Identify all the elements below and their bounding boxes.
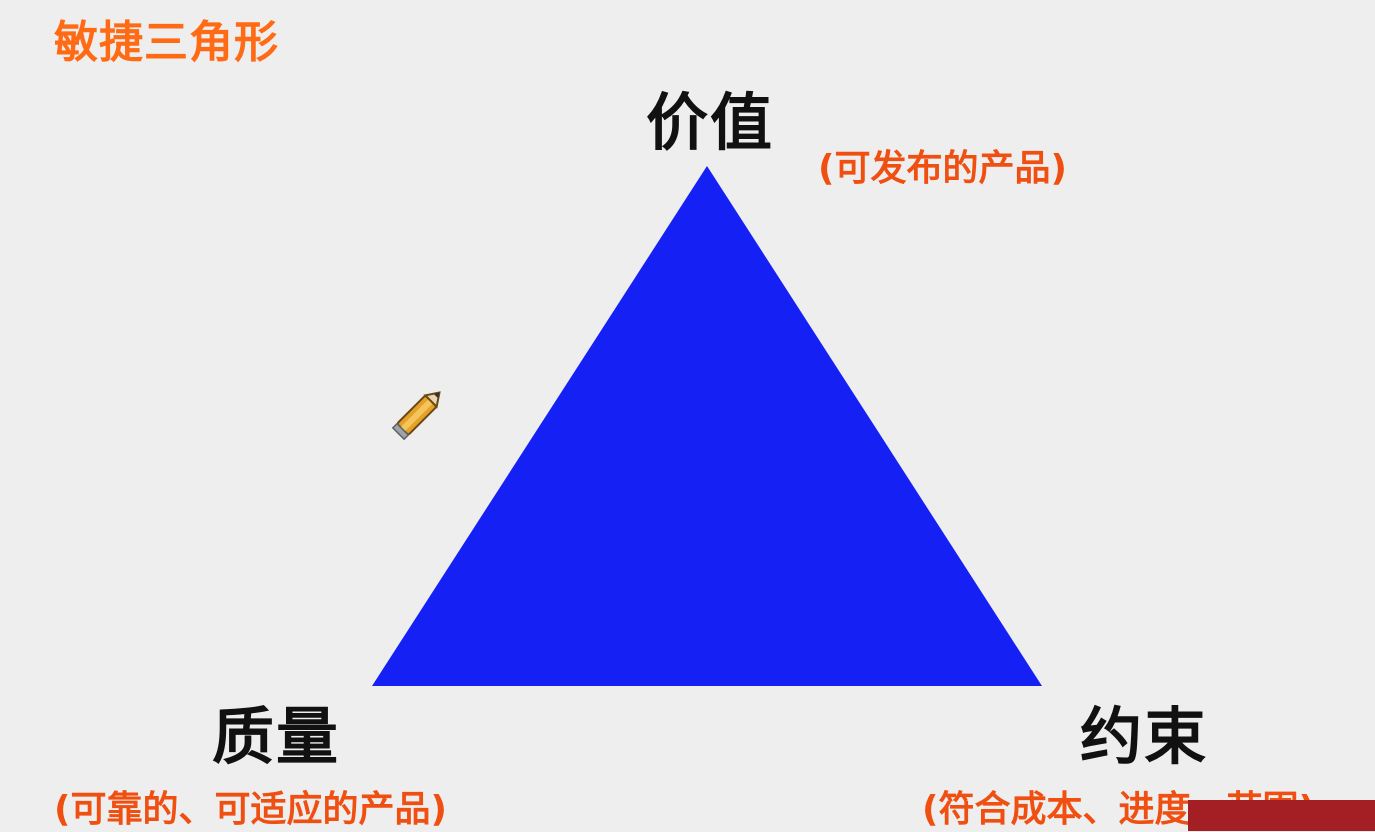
vertex-label-constraints: 约束	[1080, 700, 1209, 773]
vertex-label-value: 价值	[646, 86, 775, 159]
vertex-label-quality: 质量	[212, 700, 341, 773]
vertex-note-quality: (可靠的、可适应的产品)	[54, 789, 447, 830]
pencil-icon	[391, 391, 441, 441]
video-control-bar[interactable]	[1188, 800, 1375, 831]
slide-title: 敏捷三角形	[54, 17, 279, 68]
vertex-note-value: (可发布的产品)	[818, 148, 1067, 189]
agile-triangle	[372, 166, 1042, 686]
